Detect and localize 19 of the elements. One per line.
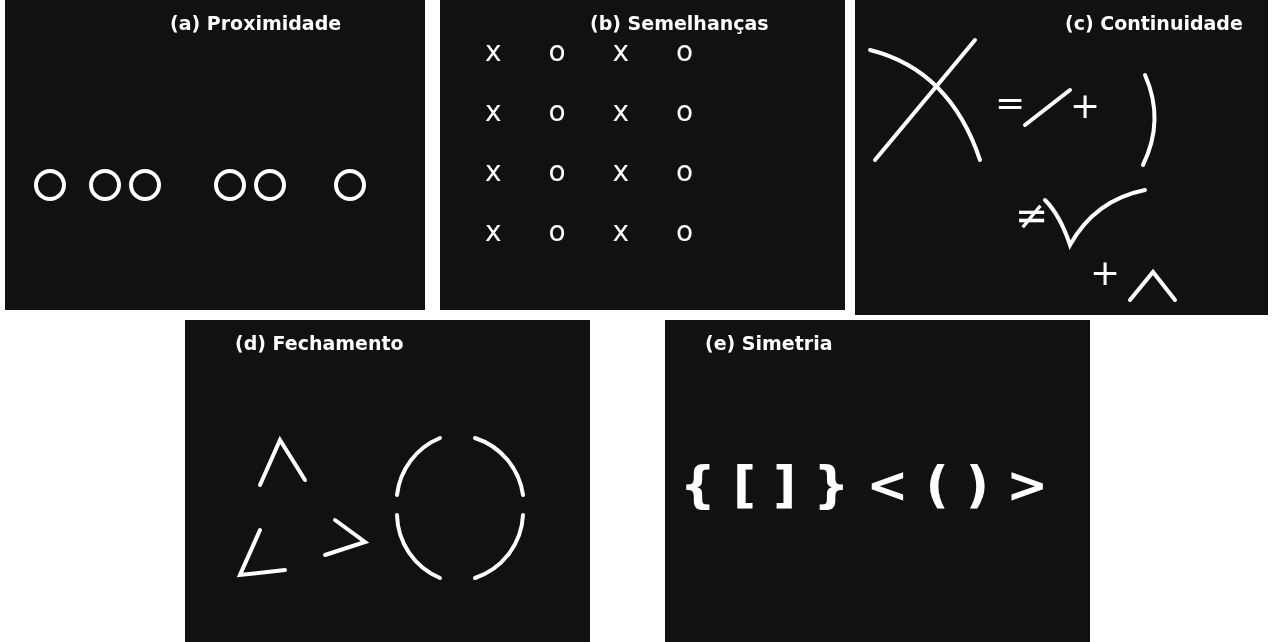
plus-sign: + [1070, 88, 1101, 124]
panel-title: (c) Continuidade [1065, 12, 1243, 34]
panel-title: (d) Fechamento [235, 332, 404, 354]
letter-row: x o x o [485, 38, 694, 66]
letter-row: x o x o [485, 158, 694, 186]
letter-row: x o x o [485, 98, 694, 126]
panel [185, 320, 590, 642]
symbol-sequence: { [ ] } < ( ) > [680, 460, 1049, 510]
panel-title: (b) Semelhanças [590, 12, 769, 34]
panel-title: (e) Simetria [705, 332, 833, 354]
panel [5, 0, 425, 310]
panel-title: (a) Proximidade [170, 12, 342, 34]
letter-row: x o x o [485, 218, 694, 246]
panel [855, 0, 1268, 315]
plus-sign: + [1090, 255, 1121, 291]
panel [440, 0, 845, 310]
equals-sign: = [995, 85, 1026, 121]
panel [665, 320, 1090, 642]
not-equal-sign: ≠ [1015, 195, 1049, 235]
